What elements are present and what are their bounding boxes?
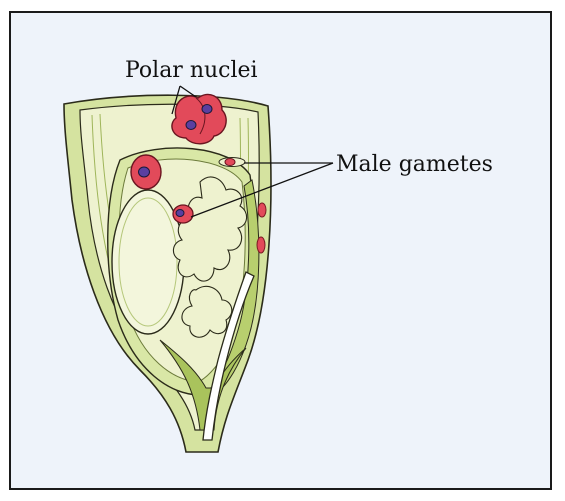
polar-nuclei-label: Polar nuclei xyxy=(125,58,258,83)
male-gamete-lower xyxy=(173,205,193,223)
male-gamete-upper xyxy=(219,158,245,167)
egg-nucleus xyxy=(131,155,161,189)
male-gametes-label: Male gametes xyxy=(336,152,493,177)
